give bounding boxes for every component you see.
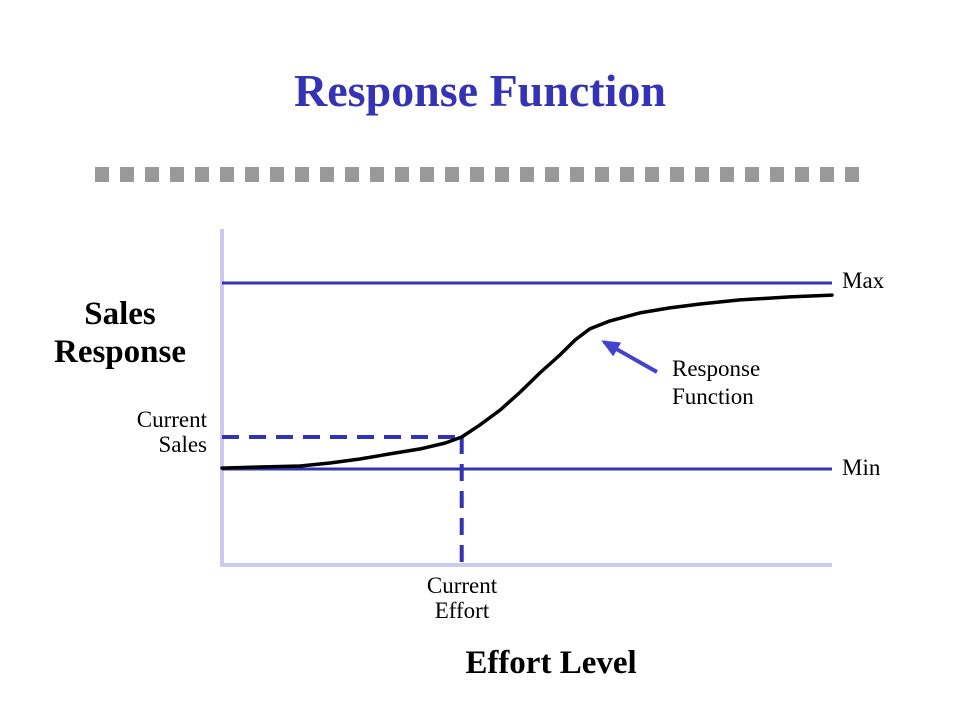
current-sales-label-line2: Sales xyxy=(158,432,207,457)
slide-title: Response Function xyxy=(294,65,666,116)
current-effort-label-line1: Current xyxy=(426,573,498,598)
y-axis-title: Sales Response xyxy=(25,295,215,371)
y-axis-title-line2: Response xyxy=(53,334,187,370)
divider-dotted-line xyxy=(95,167,861,182)
x-axis-title: Effort Level xyxy=(465,645,637,681)
current-sales-label: Current Sales xyxy=(87,407,207,457)
annotation-label-line2: Function xyxy=(672,384,754,409)
response-curve xyxy=(220,293,834,470)
annotation-arrow xyxy=(601,340,658,374)
current-effort-label-line2: Effort xyxy=(434,598,490,623)
current-sales-label-line1: Current xyxy=(136,407,207,432)
max-label: Max xyxy=(842,268,885,293)
min-label: Min xyxy=(842,455,881,480)
annotation-label: Response Function xyxy=(672,355,760,411)
annotation-label-line1: Response xyxy=(672,356,761,381)
current-effort-label: Current Effort xyxy=(402,573,522,623)
y-axis-title-line1: Sales xyxy=(84,296,156,332)
